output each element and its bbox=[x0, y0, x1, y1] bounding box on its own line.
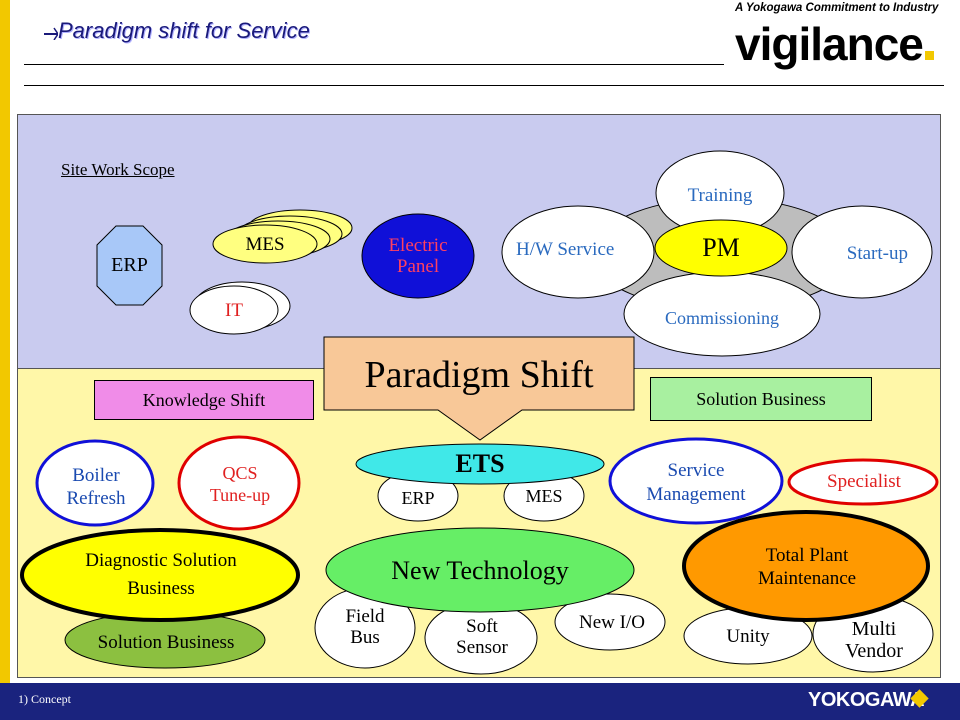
field-bus-line2: Bus bbox=[350, 627, 380, 648]
title-rule bbox=[24, 64, 724, 65]
new-io-label: New I/O bbox=[579, 612, 645, 633]
brand-tagline: A Yokogawa Commitment to Industry bbox=[735, 2, 939, 14]
total-plant-ellipse bbox=[682, 510, 930, 622]
diagnostic-solution-ellipse bbox=[20, 528, 300, 622]
it-label: IT bbox=[225, 300, 243, 321]
diagnostic-solution-label: Diagnostic Solution Business bbox=[26, 544, 296, 606]
ets-mes-label: MES bbox=[525, 485, 563, 506]
mes-label: MES bbox=[245, 234, 285, 255]
yokogawa-logo: YOKOGAWA bbox=[808, 689, 925, 711]
qcs-tuneup-ellipse bbox=[177, 435, 301, 531]
electric-panel-line1: Electric bbox=[388, 235, 448, 257]
paradigm-shift-label: Paradigm Shift bbox=[364, 354, 594, 396]
pm-label: PM bbox=[702, 233, 740, 262]
service-management-label: Service Management bbox=[614, 456, 778, 510]
commissioning-label: Commissioning bbox=[664, 307, 780, 328]
qcs-tuneup-label: QCS Tune-up bbox=[186, 456, 294, 512]
service-mgmt-line1: Service bbox=[667, 460, 725, 482]
paradigm-shift-arrow bbox=[323, 336, 635, 441]
soft-sensor-line1: Soft bbox=[466, 616, 498, 638]
hw-service-label: H/W Service bbox=[516, 239, 615, 260]
soft-sensor-label: Soft Sensor bbox=[430, 612, 534, 664]
service-management-ellipse bbox=[608, 437, 784, 525]
ets-erp-label: ERP bbox=[401, 487, 435, 508]
erp-label: ERP bbox=[111, 254, 148, 276]
boiler-refresh-label: Boiler Refresh bbox=[42, 460, 150, 516]
mes-ellipse bbox=[212, 224, 318, 264]
service-mgmt-line2: Management bbox=[646, 484, 746, 505]
footer-bar bbox=[0, 683, 960, 720]
electric-panel-ellipse bbox=[361, 213, 475, 299]
startup-label: Start-up bbox=[846, 243, 908, 264]
header-rule bbox=[24, 85, 944, 86]
tpm-line2: Maintenance bbox=[757, 568, 857, 589]
field-bus-label: Field Bus bbox=[320, 602, 410, 654]
specialist-label: Specialist bbox=[827, 471, 901, 492]
diag-line2: Business bbox=[127, 578, 195, 599]
hw-service-ellipse bbox=[501, 205, 655, 299]
solution-business-label: Solution Business bbox=[97, 632, 235, 653]
total-plant-label: Total Plant Maintenance bbox=[690, 540, 924, 596]
site-scope-label: Site Work Scope bbox=[61, 160, 175, 179]
multi-line2: Vendor bbox=[845, 640, 903, 662]
vigilance-logo: vigilance bbox=[735, 16, 934, 72]
electric-panel-label: Electric Panel bbox=[362, 230, 474, 284]
it-ellipse bbox=[189, 285, 279, 335]
startup-ellipse bbox=[791, 205, 933, 299]
soft-sensor-line2: Sensor bbox=[456, 637, 508, 658]
boiler-refresh-ellipse bbox=[35, 439, 155, 527]
qcs-line2: Tune-up bbox=[209, 485, 271, 505]
new-technology-ellipse bbox=[325, 527, 635, 613]
tpm-line1: Total Plant bbox=[765, 545, 849, 567]
erp-octagon bbox=[96, 225, 163, 306]
field-bus-line1: Field bbox=[345, 606, 385, 628]
training-label: Training bbox=[687, 185, 753, 206]
specialist-ellipse bbox=[787, 458, 939, 506]
footer-concept: 1) Concept bbox=[18, 692, 71, 706]
knowledge-shift-box: Knowledge Shift bbox=[94, 380, 314, 420]
page-title: Paradigm shift for Service bbox=[58, 18, 310, 43]
left-accent-bar bbox=[0, 0, 10, 720]
solution-business-box: Solution Business bbox=[650, 377, 872, 421]
new-technology-label: New Technology bbox=[391, 556, 569, 585]
boiler-line2: Refresh bbox=[66, 488, 126, 509]
new-io-ellipse bbox=[554, 593, 666, 651]
title-bullet-icon bbox=[44, 27, 58, 40]
pm-ellipse bbox=[654, 219, 788, 277]
electric-panel-line2: Panel bbox=[396, 256, 440, 277]
unity-label: Unity bbox=[726, 626, 770, 647]
boiler-line1: Boiler bbox=[72, 465, 120, 487]
ets-label: ETS bbox=[455, 449, 505, 478]
diag-line1: Diagnostic Solution bbox=[85, 549, 237, 571]
multi-vendor-label: Multi Vendor bbox=[818, 614, 930, 666]
ets-ellipse bbox=[355, 443, 605, 485]
multi-line1: Multi bbox=[851, 618, 897, 640]
qcs-line1: QCS bbox=[222, 462, 258, 483]
